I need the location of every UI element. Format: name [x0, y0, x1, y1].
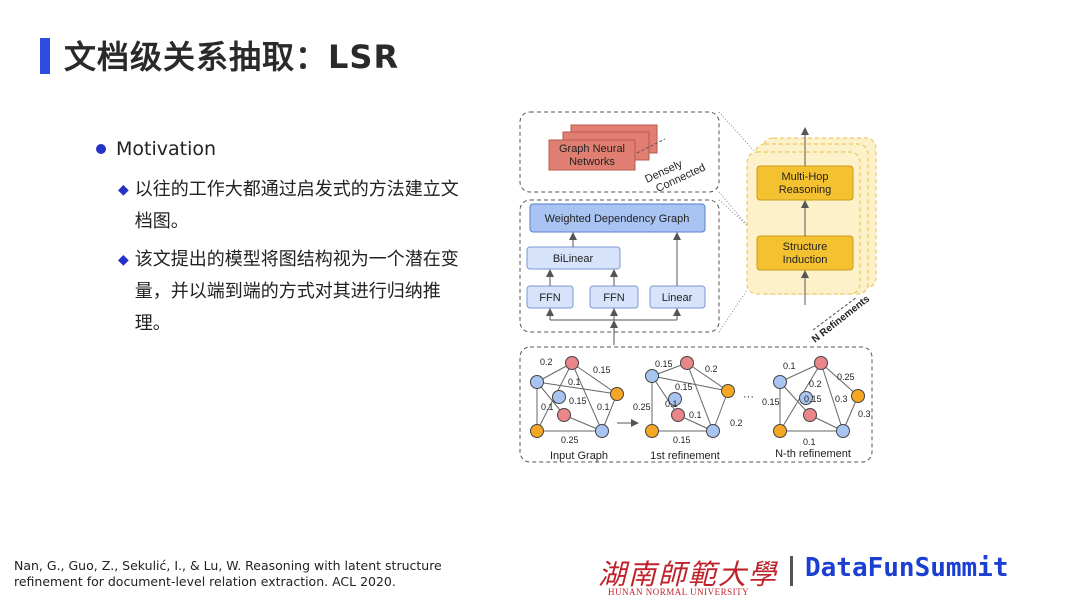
edge-weight: 0.1: [665, 399, 678, 409]
edge-weight: 0.3: [835, 394, 848, 404]
densely-connected-arrow: [636, 138, 666, 154]
edge-weight: 0.15: [593, 365, 611, 375]
edge-weight: 0.2: [809, 379, 822, 389]
n-refinements-label: N Refinements: [810, 293, 872, 345]
edge-weight: 0.25: [633, 402, 651, 412]
edge-weight: 0.15: [675, 382, 693, 392]
ffn-label-1: FFN: [539, 292, 560, 304]
ellipsis-text: ···: [743, 391, 754, 403]
weighted-dependency-graph-label: Weighted Dependency Graph: [545, 213, 690, 225]
datafun-logo: DataFunSummit: [805, 553, 1009, 583]
projection-line: [718, 199, 748, 226]
edge-weight: 0.15: [673, 435, 691, 445]
sub-bullet-item: ◆ 以往的工作大都通过启发式的方法建立文档图。: [118, 174, 476, 238]
sub-bullet-item: ◆ 该文提出的模型将图结构视为一个潜在变量，并以端到端的方式对其进行归纳推理。: [118, 244, 476, 340]
weighted-dependency-graph-box: [529, 203, 706, 233]
edge-weight: 0.15: [655, 359, 673, 369]
title-accent-bar: [40, 38, 50, 74]
edge-weight: 0.25: [837, 372, 855, 382]
bullet-text: Motivation: [116, 138, 217, 160]
lsr-architecture-diagram: Graph Neural Networks Densely Connected …: [519, 111, 877, 463]
projection-line: [718, 111, 756, 153]
edge-weight: 0.1: [783, 361, 796, 371]
nth-refinement-graph: 0.1 0.25 0.2 0.15 0.15 0.3 0.3 0.1 N-th …: [762, 356, 871, 460]
diamond-bullet-icon: ◆: [118, 182, 129, 198]
edge-weight: 0.2: [705, 364, 718, 374]
graph-caption: 1st refinement: [650, 450, 720, 462]
sub-bullet-text: 该文提出的模型将图结构视为一个潜在变量，并以端到端的方式对其进行归纳推理。: [134, 249, 459, 334]
edge-weight: 0.2: [730, 418, 743, 428]
edge-weight: 0.15: [762, 397, 780, 407]
edge-weight: 0.25: [561, 435, 579, 445]
multihop-label-1: Multi-Hop: [781, 171, 828, 183]
edge-weight: 0.1: [568, 377, 581, 387]
edge-weight: 0.1: [689, 410, 702, 420]
citation: Nan, G., Guo, Z., Sekulić, I., & Lu, W. …: [14, 558, 442, 589]
page-title: 文档级关系抽取：LSR: [64, 38, 400, 76]
edge-weight: 0.3: [858, 409, 871, 419]
edge-weight: 0.15: [804, 394, 822, 404]
structure-label-2: Induction: [783, 254, 828, 266]
university-logo-text: 湖南師範大學: [598, 558, 779, 591]
logo-divider: [790, 556, 793, 586]
edge-weight: 0.1: [803, 437, 816, 447]
first-refinement-graph: 0.15 0.2 0.15 0.25 0.1 0.1 0.2 0.15 1st …: [633, 356, 743, 462]
sub-bullet-text: 以往的工作大都通过启发式的方法建立文档图。: [134, 179, 459, 232]
edge-weight: 0.15: [569, 396, 587, 406]
bilinear-label: BiLinear: [553, 253, 594, 265]
gnn-label-1: Graph Neural: [559, 143, 625, 155]
structure-label-1: Structure: [783, 241, 828, 253]
edge-weight: 0.1: [597, 402, 610, 412]
graph-caption: N-th refinement: [775, 448, 851, 460]
diamond-bullet-icon: ◆: [118, 252, 129, 268]
projection-line: [718, 191, 748, 226]
bullet-dot-icon: [96, 144, 106, 154]
bullet-item: Motivation: [96, 138, 476, 160]
multihop-label-2: Reasoning: [779, 184, 832, 196]
university-logo-subtitle: HUNAN NORMAL UNIVERSITY: [608, 587, 750, 597]
projection-line: [718, 289, 748, 333]
gnn-label-2: Networks: [569, 156, 615, 168]
n-refinements-arrow: [812, 296, 858, 331]
ffn-label-2: FFN: [603, 292, 624, 304]
linear-label: Linear: [662, 292, 693, 304]
graph-caption: Input Graph: [550, 450, 608, 462]
input-graph: 0.2 0.15 0.1 0.15 0.1 0.1 0.25 Input Gra…: [530, 356, 624, 462]
edge-weight: 0.1: [541, 402, 554, 412]
gnn-layer-front: [548, 139, 636, 171]
bullet-list: Motivation ◆ 以往的工作大都通过启发式的方法建立文档图。 ◆ 该文提…: [96, 138, 476, 346]
edge-weight: 0.2: [540, 357, 553, 367]
